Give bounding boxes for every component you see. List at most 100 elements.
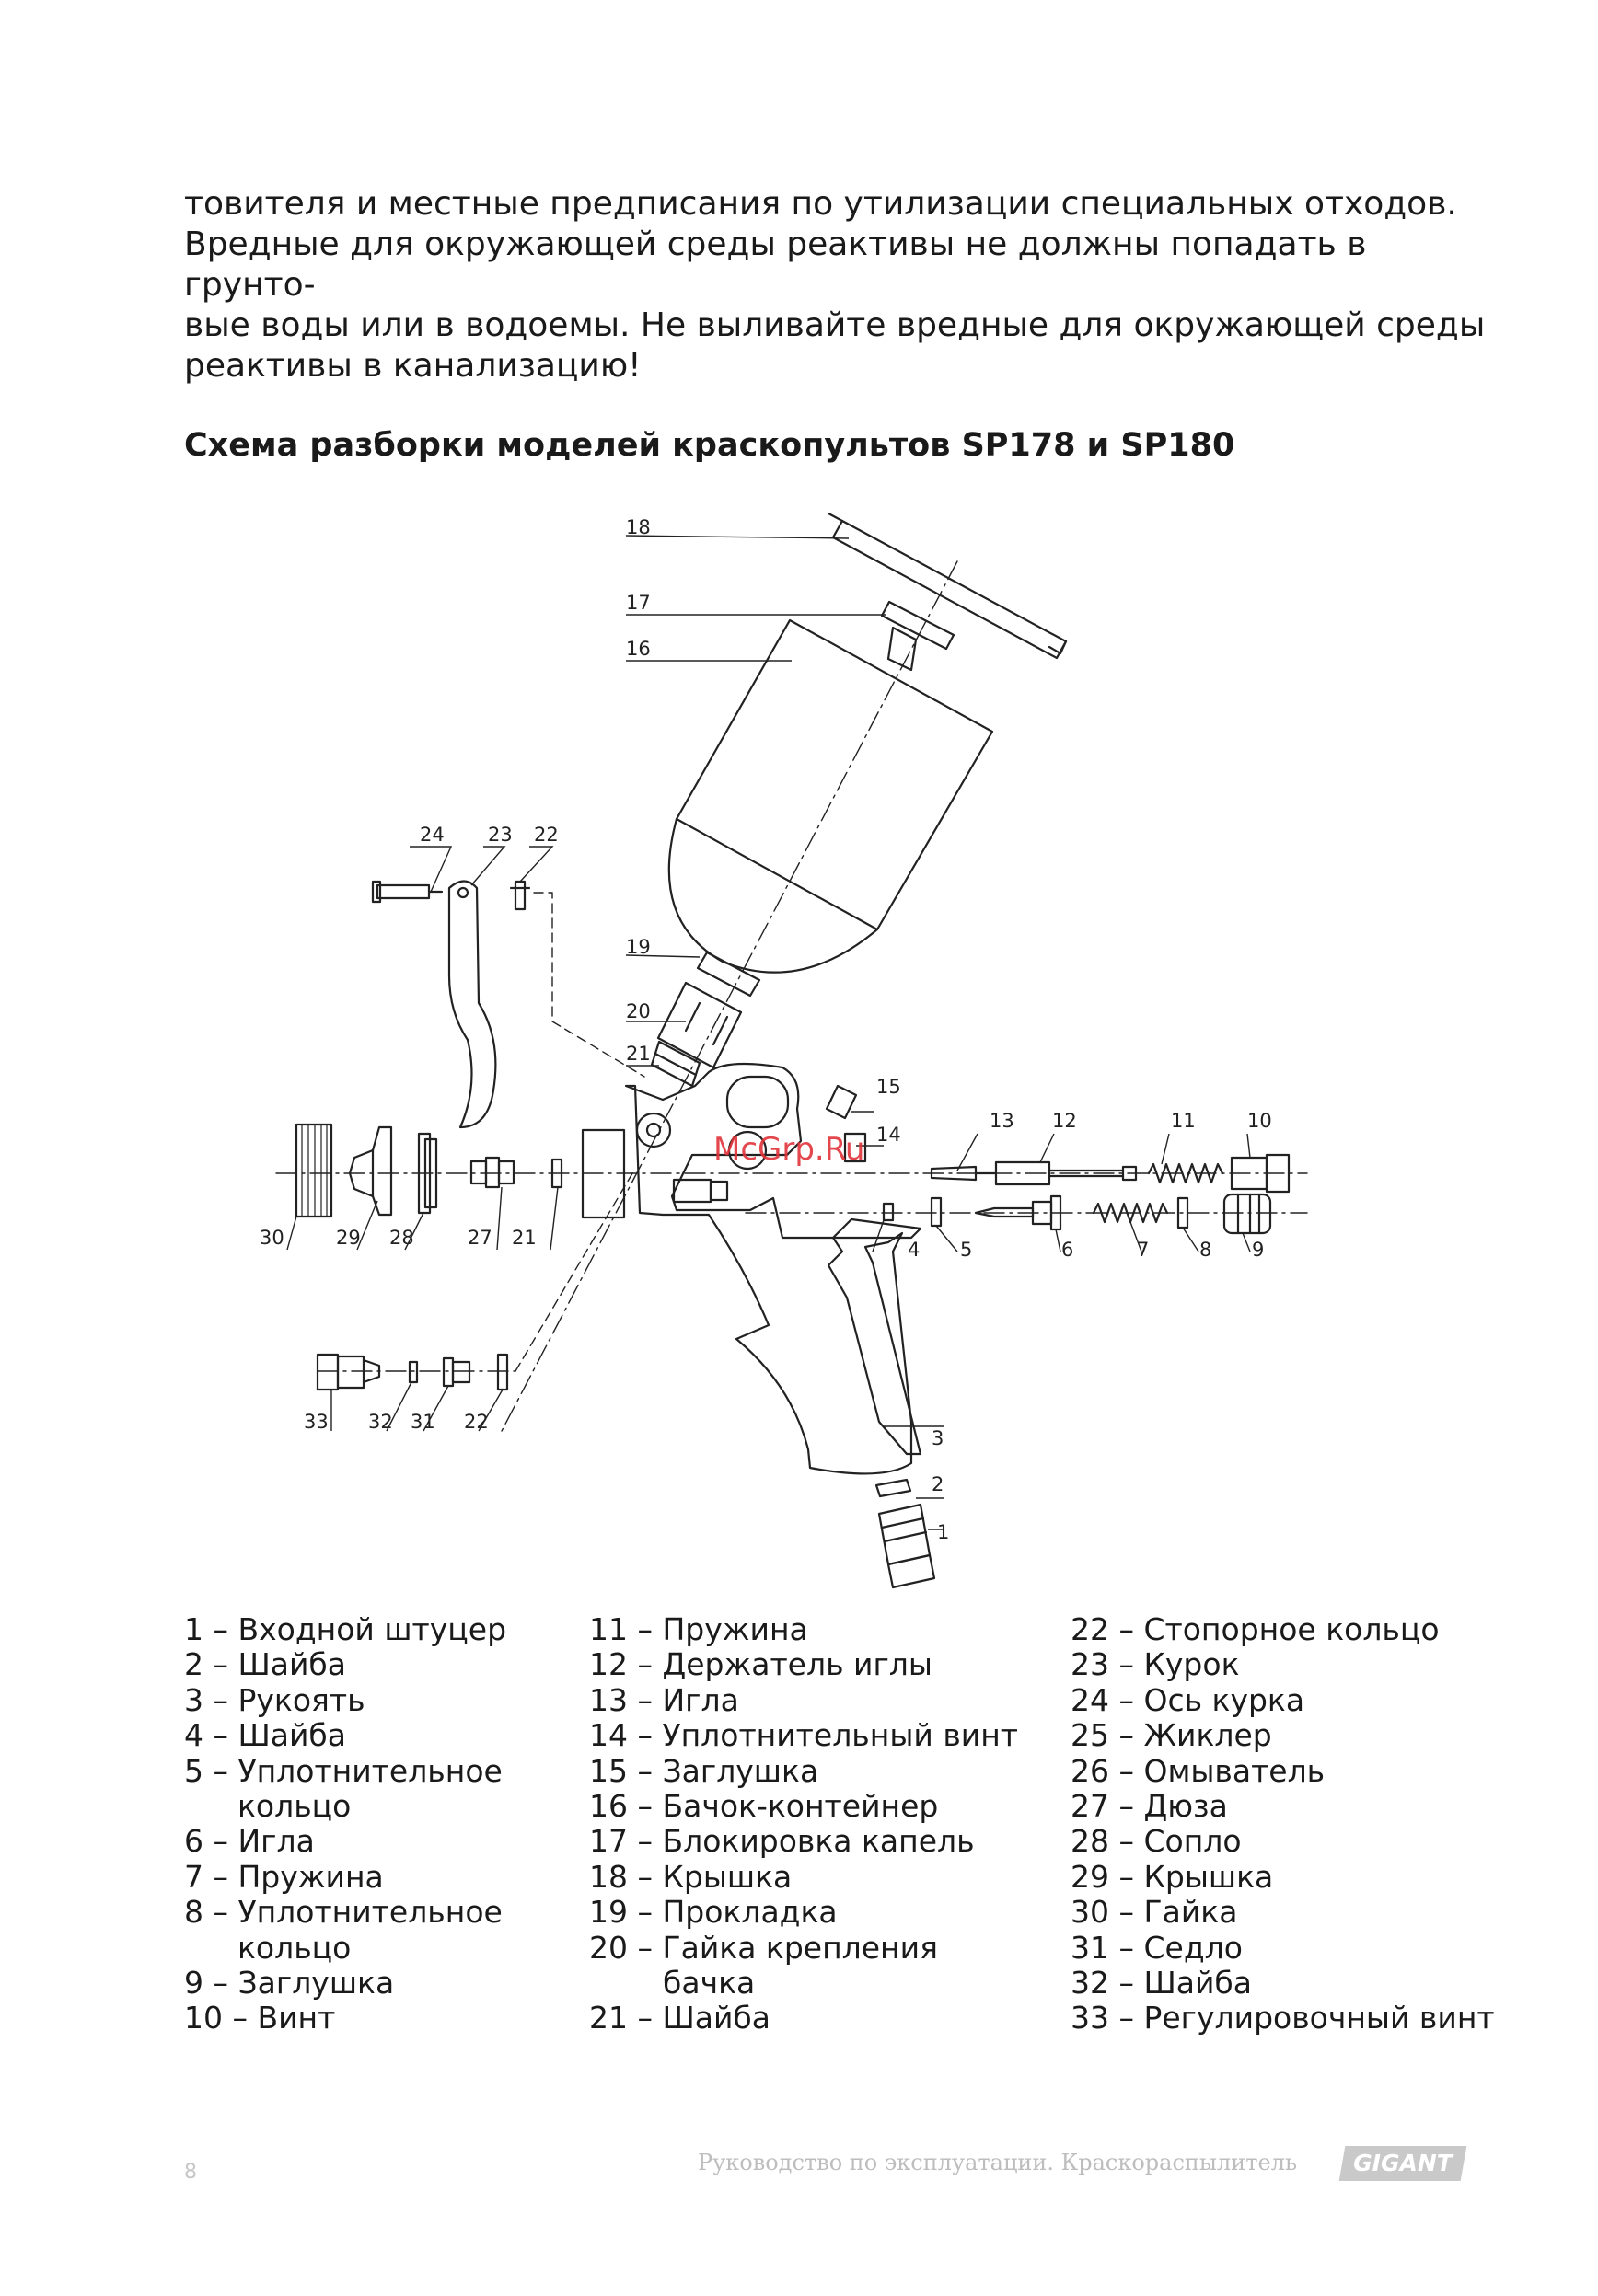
legend-item-continuation: кольцо — [237, 1929, 352, 1966]
paint-cup — [667, 618, 994, 974]
legend-item: 7 – Пружина — [184, 1858, 384, 1895]
legend-item: 3 – Рукоять — [184, 1681, 365, 1718]
legend-item: 2 – Шайба — [184, 1646, 347, 1683]
callout-7: 7 — [1137, 1239, 1149, 1261]
air-inlet-fitting — [877, 1503, 936, 1589]
footer-title: Руководство по эксплуатации. Краскораспы… — [698, 2150, 1298, 2175]
legend-item: 23 – Курок — [1071, 1646, 1240, 1683]
legend-item: 12 – Держатель иглы — [589, 1646, 932, 1683]
plug — [825, 1084, 858, 1120]
drip-lock — [880, 600, 955, 672]
trigger — [447, 880, 497, 1129]
cup-gasket — [696, 951, 761, 998]
inlet-washer — [874, 1478, 912, 1498]
callout-12: 12 — [1052, 1110, 1077, 1132]
cup-lid — [827, 512, 1068, 660]
needle-upper — [930, 1165, 998, 1182]
legend-item: 30 – Гайка — [1071, 1894, 1238, 1931]
callout-8: 8 — [1199, 1239, 1211, 1261]
callout-28: 28 — [389, 1227, 414, 1249]
callout-1: 1 — [937, 1521, 949, 1543]
legend-item: 29 – Крышка — [1071, 1858, 1274, 1895]
callout-9: 9 — [1252, 1239, 1264, 1261]
page-number: 8 — [184, 2161, 197, 2184]
legend-item: 15 – Заглушка — [589, 1752, 819, 1789]
callout-3: 3 — [932, 1427, 944, 1449]
cup-nut — [656, 981, 743, 1069]
callout-5: 5 — [960, 1239, 972, 1261]
callout-16: 16 — [626, 638, 651, 660]
callout-33: 33 — [304, 1411, 329, 1433]
rear-plug — [1222, 1193, 1272, 1235]
callout-29: 29 — [336, 1227, 361, 1249]
exploded-view-diagram: McGrp.Ru 1 2 3 4 5 6 7 8 9 10 11 12 13 1… — [260, 512, 1308, 1589]
legend-item: 27 – Дюза — [1071, 1788, 1228, 1825]
intro-line: Вредные для окружающей среды реактивы не… — [184, 225, 1367, 304]
callout-17: 17 — [626, 592, 651, 614]
intro-line: реактивы в канализацию! — [184, 347, 642, 385]
legend-item: 11 – Пружина — [589, 1611, 808, 1647]
legend-item: 21 – Шайба — [589, 2000, 771, 2036]
callout-31: 31 — [411, 1411, 435, 1433]
watermark: McGrp.Ru — [713, 1131, 864, 1168]
air-cap — [348, 1125, 393, 1217]
retaining-ring — [509, 880, 531, 911]
legend-item: 18 – Крышка — [589, 1858, 793, 1895]
jet — [469, 1156, 515, 1189]
legend-item: 6 – Игла — [184, 1823, 315, 1860]
legend-item: 24 – Ось курка — [1071, 1681, 1305, 1718]
legend-item: 16 – Бачок-контейнер — [589, 1788, 939, 1825]
callout-22b: 22 — [464, 1411, 489, 1433]
section-heading: Схема разборки моделей краскопультов SP1… — [184, 427, 1235, 464]
brand-logo-text: GIGANT — [1353, 2150, 1453, 2176]
adjusting-screw — [316, 1353, 381, 1391]
callout-15: 15 — [876, 1076, 901, 1098]
legend-item: 10 – Винт — [184, 2000, 336, 2036]
callout-18: 18 — [626, 516, 651, 538]
leader-lines — [286, 535, 1251, 1530]
intro-paragraph: товителя и местные предписания по утилиз… — [184, 184, 1491, 387]
callout-6: 6 — [1061, 1239, 1073, 1261]
nozzle-block — [581, 1128, 626, 1219]
callout-13: 13 — [990, 1110, 1014, 1132]
needle-holder — [994, 1160, 1138, 1186]
legend-item: 1 – Входной штуцер — [184, 1611, 507, 1647]
air-cap-nut — [295, 1123, 333, 1218]
legend-item: 5 – Уплотнительное — [184, 1752, 503, 1789]
packing-screw — [843, 1132, 867, 1163]
gun-body — [624, 1062, 922, 1475]
cup-washer — [650, 1040, 701, 1088]
callout-21a: 21 — [626, 1043, 651, 1065]
needle-lower — [974, 1194, 1062, 1231]
callout-24: 24 — [420, 824, 445, 846]
front-washer — [550, 1158, 563, 1189]
intro-line: товителя и местные предписания по утилиз… — [184, 185, 1457, 223]
legend-item-continuation: кольцо — [237, 1788, 352, 1825]
screw — [1230, 1153, 1291, 1194]
brand-logo: GIGANT — [1338, 2146, 1467, 2181]
legend-item: 20 – Гайка крепления — [589, 1929, 938, 1966]
callout-22a: 22 — [534, 824, 559, 846]
legend-column-3: 22 – Стопорное кольцо 23 – Курок 24 – Ос… — [1071, 1611, 1495, 2036]
o-ring-5 — [930, 1196, 943, 1228]
legend-item: 26 – Омыватель — [1071, 1752, 1326, 1789]
legend-item: 4 – Шайба — [184, 1717, 347, 1754]
legend-item: 17 – Блокировка капель — [589, 1823, 975, 1860]
callout-10: 10 — [1247, 1110, 1272, 1132]
legend-item: 22 – Стопорное кольцо — [1071, 1611, 1440, 1647]
callout-14: 14 — [876, 1124, 901, 1146]
small-washer — [408, 1360, 419, 1384]
legend-item: 14 – Уплотнительный винт — [589, 1717, 1019, 1754]
legend-item: 13 – Игла — [589, 1681, 739, 1718]
callout-30: 30 — [260, 1227, 284, 1249]
washer-4 — [882, 1202, 895, 1222]
callout-32: 32 — [368, 1411, 393, 1433]
spring-upper — [1147, 1162, 1224, 1184]
callout-11: 11 — [1171, 1110, 1196, 1132]
nozzle — [417, 1132, 438, 1215]
legend-item: 19 – Прокладка — [589, 1894, 838, 1931]
legend-item: 8 – Уплотнительное — [184, 1894, 503, 1931]
legend-item: 31 – Седло — [1071, 1929, 1243, 1966]
callout-19: 19 — [626, 936, 651, 958]
callout-27: 27 — [468, 1227, 492, 1249]
